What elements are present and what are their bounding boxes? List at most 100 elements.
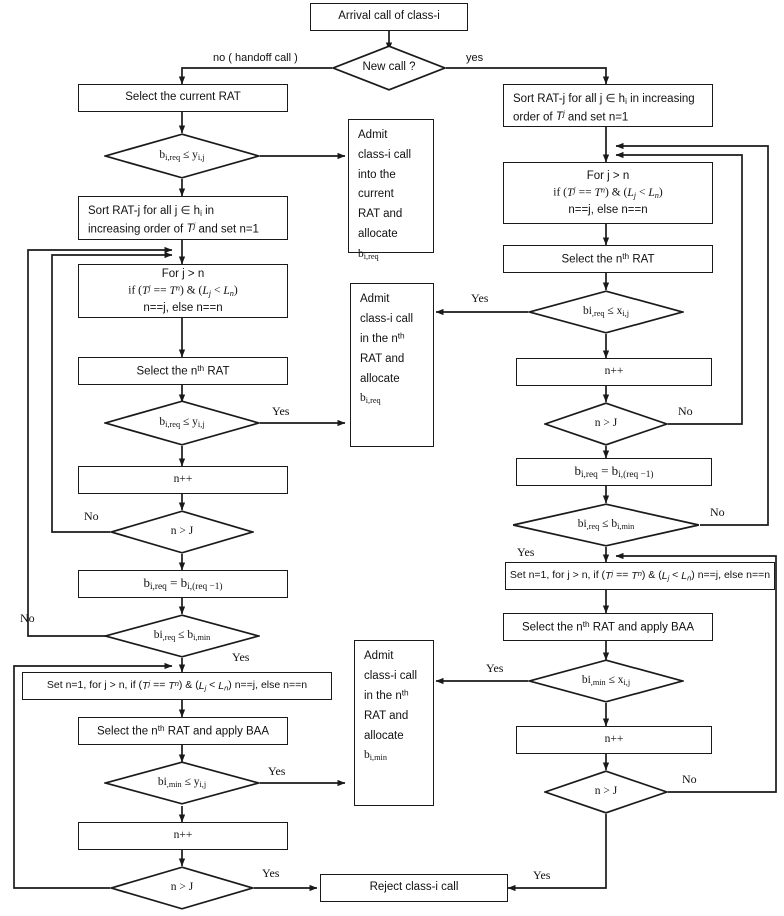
decision-n-gt-J-left-1[interactable]: n > J (110, 510, 254, 554)
node-breq-assign-right-label: bi,req = bi,(req −1) (574, 463, 654, 481)
node-forloop-left-line2: if (Tj == Tn) & (Lj < Ln) (128, 283, 238, 298)
decision-n-gt-J-right-2[interactable]: n > J (544, 770, 668, 814)
decision-n-gt-J-right-2-label: n > J (594, 785, 618, 798)
admit-req-line-1: class-i call (360, 312, 414, 325)
decision-bmin-le-yij-left[interactable]: bi,min ≤ yi,j (104, 761, 260, 805)
edge-label-right-no-1: No (678, 404, 693, 418)
decision-breq-le-yij-1[interactable]: bi,req ≤ yi,j (104, 133, 260, 179)
node-select-nth-rat-right[interactable]: Select the nth RAT (503, 245, 713, 273)
node-npp-left-2[interactable]: n++ (78, 822, 288, 850)
node-reject-call-label: Reject class-i call (369, 881, 459, 894)
node-npp-left-1[interactable]: n++ (78, 466, 288, 494)
node-admit-current-rat[interactable]: Admit class-i call into the current RAT … (348, 119, 434, 260)
decision-breq-le-yij-1-label: bi,req ≤ yi,j (159, 149, 205, 162)
node-npp-left-2-label: n++ (173, 829, 193, 842)
edge-label-left-yes-3: Yes (268, 764, 286, 778)
admit-min-line-4: allocate (364, 729, 404, 742)
node-arrival-call-label: Arrival call of class-i (338, 10, 440, 23)
edge-label-left-yes-2: Yes (232, 650, 250, 664)
admit-min-line-0: Admit (364, 650, 394, 662)
node-npp-right-1-label: n++ (604, 365, 624, 378)
edge-label-right-yes-4: Yes (533, 868, 551, 882)
decision-breq-le-bmin-left-label: bi,req ≤ bi,min (153, 629, 211, 642)
diamond-shape (110, 866, 254, 910)
decision-breq-le-bmin-right-label: bi,req ≤ bi,min (577, 518, 635, 531)
decision-breq-le-bmin-right[interactable]: bi,req ≤ bi,min (512, 503, 700, 547)
node-setn1-left-label: Set n=1, for j > n, if (Tj == Tn) & (Lj … (46, 678, 308, 693)
node-reject-call[interactable]: Reject class-i call (320, 874, 508, 902)
decision-n-gt-J-left-1-label: n > J (170, 525, 194, 538)
node-select-nth-baa-left[interactable]: Select the nth RAT and apply BAA (78, 717, 288, 745)
node-forloop-left-line3: n==j, else n==n (143, 301, 223, 314)
edge-label-right-yes-1: Yes (471, 291, 489, 305)
admit-min-line-1: class-i call (364, 669, 418, 682)
node-setn1-left[interactable]: Set n=1, for j > n, if (Tj == Tn) & (Lj … (22, 672, 332, 700)
decision-new-call[interactable]: New call ? (332, 45, 446, 91)
node-sort-rat-right[interactable]: Sort RAT-j for all j ∈ hi in increasing … (503, 84, 713, 127)
node-sort-rat-right-line1: Sort RAT-j for all j ∈ hi in increasing (513, 93, 695, 106)
diamond-shape (104, 614, 260, 658)
diamond-shape (332, 45, 446, 91)
decision-breq-le-xij-right-label: bi,req ≤ xi,j (582, 305, 630, 318)
diamond-shape (528, 290, 684, 334)
decision-n-gt-J-right-1[interactable]: n > J (544, 402, 668, 446)
diamond-shape (513, 503, 699, 547)
node-select-nth-rat-left-label: Select the nth RAT (136, 363, 230, 377)
node-select-nth-baa-right[interactable]: Select the nth RAT and apply BAA (503, 613, 713, 641)
node-forloop-left[interactable]: For j > n if (Tj == Tn) & (Lj < Ln) n==j… (78, 264, 288, 318)
decision-bmin-le-xij-right[interactable]: bi,min ≤ xi,j (528, 659, 684, 703)
node-forloop-right-line1: For j > n (586, 169, 630, 182)
diamond-shape (104, 761, 260, 805)
node-forloop-right[interactable]: For j > n if (Tj == Tn) & (Lj < Ln) n==j… (503, 162, 713, 224)
decision-breq-le-xij-right[interactable]: bi,req ≤ xi,j (528, 290, 684, 334)
node-admit-nth-rat-min[interactable]: Admit class-i call in the nth RAT and al… (354, 640, 434, 806)
node-select-current-rat[interactable]: Select the current RAT (78, 84, 288, 112)
node-sort-rat-left-line1: Sort RAT-j for all j ∈ hi in (88, 205, 215, 218)
diamond-shape (104, 133, 260, 179)
decision-breq-le-bmin-left[interactable]: bi,req ≤ bi,min (104, 614, 260, 658)
decision-bmin-le-xij-right-label: bi,min ≤ xi,j (581, 674, 631, 687)
node-setn1-right[interactable]: Set n=1, for j > n, if (Tj == Tn) & (Lj … (505, 562, 775, 590)
admit-req-line-0: Admit (360, 293, 390, 305)
edge-label-right-no-2: No (710, 505, 725, 519)
node-select-nth-baa-left-label: Select the nth RAT and apply BAA (96, 723, 270, 737)
node-sort-rat-left[interactable]: Sort RAT-j for all j ∈ hi in increasing … (78, 196, 288, 240)
node-sort-rat-left-line2: increasing order of Tj and set n=1 (88, 221, 259, 236)
edge-label-yes-top: yes (466, 52, 484, 64)
node-setn1-right-label: Set n=1, for j > n, if (Tj == Tn) & (Lj … (509, 568, 771, 583)
node-npp-right-2[interactable]: n++ (516, 726, 712, 754)
decision-breq-le-yij-2[interactable]: bi,req ≤ yi,j (104, 400, 260, 446)
edge-label-right-no-3: No (682, 772, 697, 786)
admit-current-line-1: class-i call (358, 148, 412, 161)
node-forloop-right-line2: if (Tj == Tn) & (Lj < Ln) (553, 185, 663, 200)
admit-req-line-5: bi,req (360, 392, 381, 406)
decision-n-gt-J-right-1-label: n > J (594, 417, 618, 430)
admit-min-line-3: RAT and (364, 709, 409, 722)
node-select-nth-rat-left[interactable]: Select the nth RAT (78, 357, 288, 385)
edge-label-left-yes-1: Yes (272, 404, 290, 418)
admit-current-line-6: bi,req (358, 247, 379, 261)
admit-req-line-2: in the nth (360, 331, 405, 345)
edge-label-right-yes-2: Yes (517, 545, 535, 559)
decision-n-gt-J-left-2[interactable]: n > J (110, 866, 254, 910)
node-npp-left-1-label: n++ (173, 473, 193, 486)
node-breq-assign-left[interactable]: bi,req = bi,(req −1) (78, 570, 288, 598)
node-sort-rat-right-line2: order of Tj and set n=1 (513, 109, 629, 124)
node-breq-assign-right[interactable]: bi,req = bi,(req −1) (516, 458, 712, 486)
admit-min-line-5: bi,min (364, 749, 387, 763)
node-arrival-call[interactable]: Arrival call of class-i (310, 3, 468, 31)
decision-new-call-label: New call ? (362, 61, 416, 74)
edge-label-left-no-2: No (20, 611, 35, 625)
node-npp-right-2-label: n++ (604, 733, 624, 746)
node-forloop-right-line3: n==j, else n==n (568, 203, 648, 216)
diamond-shape (544, 770, 668, 814)
edge-label-left-no-1: No (84, 509, 99, 523)
node-npp-right-1[interactable]: n++ (516, 358, 712, 386)
node-admit-nth-rat-req[interactable]: Admit class-i call in the nth RAT and al… (350, 283, 434, 447)
admit-current-line-0: Admit (358, 129, 388, 141)
admit-current-line-2: into the (358, 168, 396, 181)
admit-current-line-4: RAT and (358, 208, 403, 221)
node-forloop-left-line1: For j > n (161, 267, 205, 280)
